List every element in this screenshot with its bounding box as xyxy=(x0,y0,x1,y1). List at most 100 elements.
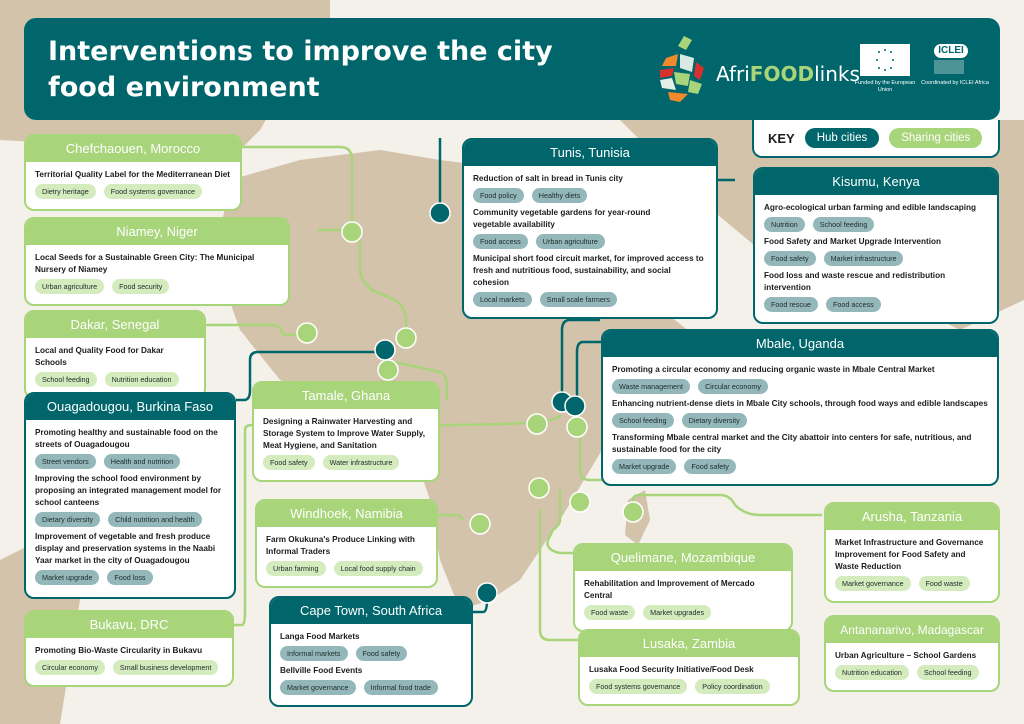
city-name: Bukavu, DRC xyxy=(26,612,232,638)
dot-mbale xyxy=(564,395,586,417)
tag: Nutrition xyxy=(764,217,805,232)
dot-tunis xyxy=(429,202,451,224)
tag: Food safety xyxy=(355,646,408,661)
card-bukavu: Bukavu, DRC Promoting Bio-Waste Circular… xyxy=(24,610,234,687)
tag: Market upgrade xyxy=(35,570,100,585)
tag: Nutrition education xyxy=(835,665,909,680)
tag: Local food supply chain xyxy=(333,561,423,576)
project-title: Municipal short food circuit market, for… xyxy=(473,254,704,287)
card-niamey: Niamey, Niger Local Seeds for a Sustaina… xyxy=(24,217,290,306)
tag: Small scale farmers xyxy=(539,292,617,307)
tag: Health and nutrition xyxy=(103,454,181,469)
dot-quelimane xyxy=(569,491,591,513)
project-title: Promoting healthy and sustainable food o… xyxy=(35,428,218,449)
dot-capetown xyxy=(476,582,498,604)
tag: Local markets xyxy=(473,292,532,307)
card-windhoek: Windhoek, Namibia Farm Okukuna's Produce… xyxy=(255,499,438,588)
project-title: Farm Okukuna's Produce Linking with Info… xyxy=(266,535,415,556)
city-name: Arusha, Tanzania xyxy=(826,504,998,530)
tag: Food security xyxy=(112,279,170,294)
iclei-logo-icon: ICLEI xyxy=(934,44,968,58)
city-name: Antananarivo, Madagascar xyxy=(826,617,998,643)
project-title: Food Safety and Market Upgrade Intervent… xyxy=(764,237,941,246)
card-chefchaouen: Chefchaouen, Morocco Territorial Quality… xyxy=(24,134,242,211)
card-capetown: Cape Town, South Africa Langa Food Marke… xyxy=(269,596,473,707)
tag: School feeding xyxy=(612,413,674,428)
eu-flag-icon xyxy=(860,44,910,76)
dot-bukavu xyxy=(526,413,548,435)
tag: Food access xyxy=(473,234,528,249)
dot-arusha xyxy=(566,416,588,438)
key-label: KEY xyxy=(768,130,795,146)
tag: Dietary diversity xyxy=(681,413,747,428)
project-title: Lusaka Food Security Initiative/Food Des… xyxy=(589,665,754,674)
brand-highlight: FOOD xyxy=(749,62,815,86)
project-title: Reduction of salt in bread in Tunis city xyxy=(473,174,623,183)
tag: Market upgrades xyxy=(643,605,712,620)
project-title: Food loss and waste rescue and redistrib… xyxy=(764,271,946,292)
city-name: Ouagadougou, Burkina Faso xyxy=(26,394,234,420)
tag: Nutrition education xyxy=(104,372,179,387)
city-name: Tunis, Tunisia xyxy=(464,140,716,166)
dot-lusaka xyxy=(528,477,550,499)
project-title: Market Infrastructure and Governance Imp… xyxy=(835,538,984,571)
city-name: Kisumu, Kenya xyxy=(755,169,997,195)
brand-suffix: links xyxy=(814,62,860,86)
city-name: Dakar, Senegal xyxy=(26,312,204,338)
afrifoodlinks-logo-icon xyxy=(660,36,704,102)
card-tunis: Tunis, Tunisia Reduction of salt in brea… xyxy=(462,138,718,319)
tag: Food waste xyxy=(584,605,636,620)
city-name: Quelimane, Mozambique xyxy=(575,545,791,571)
key-sharing-cities: Sharing cities xyxy=(889,128,983,148)
tag: School feeding xyxy=(916,665,979,680)
city-name: Windhoek, Namibia xyxy=(257,501,436,527)
project-title: Community vegetable gardens for year-rou… xyxy=(473,208,651,229)
tag: Food access xyxy=(825,297,881,312)
city-name: Tamale, Ghana xyxy=(254,383,438,409)
project-title: Urban Agriculture – School Gardens xyxy=(835,651,977,660)
dot-ouagadougou xyxy=(374,339,396,361)
project-title: Promoting a circular economy and reducin… xyxy=(612,365,935,374)
city-name: Lusaka, Zambia xyxy=(580,631,798,657)
tag: Market governance xyxy=(835,576,911,591)
project-title: Local Seeds for a Sustainable Green City… xyxy=(35,253,255,274)
tag: Market infrastructure xyxy=(823,251,904,266)
tag: Child nutrition and health xyxy=(108,512,202,527)
brand-prefix: Afri xyxy=(716,62,750,86)
dot-tamale xyxy=(377,359,399,381)
card-lusaka: Lusaka, Zambia Lusaka Food Security Init… xyxy=(578,629,800,706)
tag: Circular economy xyxy=(35,660,105,675)
key-hub-cities: Hub cities xyxy=(804,128,880,148)
dot-windhoek xyxy=(469,513,491,535)
tag: Urban agriculture xyxy=(35,279,105,294)
tag: Food waste xyxy=(918,576,970,591)
tag: Food safety xyxy=(764,251,816,266)
tag: Food systems governance xyxy=(103,184,203,199)
dot-dakar xyxy=(296,322,318,344)
card-kisumu: Kisumu, Kenya Agro-ecological urban farm… xyxy=(753,167,999,324)
tag: Urban farming xyxy=(266,561,326,576)
dot-niamey xyxy=(395,327,417,349)
card-mbale: Mbale, Uganda Promoting a circular econo… xyxy=(601,329,999,486)
brand-name: AfriFOODlinks xyxy=(716,62,860,86)
tag: Informal markets xyxy=(280,646,348,661)
card-tamale: Tamale, Ghana Designing a Rainwater Harv… xyxy=(252,381,440,482)
iclei-caption: Coordinated by ICLEI Africa xyxy=(921,80,989,86)
project-title: Transforming Mbale central market and th… xyxy=(612,433,972,454)
tag: Urban agriculture xyxy=(535,234,605,249)
city-name: Chefchaouen, Morocco xyxy=(26,136,240,162)
project-title: Territorial Quality Label for the Medite… xyxy=(35,170,231,179)
tag: Waste management xyxy=(612,379,691,394)
project-title: Local and Quality Food for Dakar Schools xyxy=(35,346,164,367)
project-title: Rehabilitation and Improvement of Mercad… xyxy=(584,579,755,600)
card-antananarivo: Antananarivo, Madagascar Urban Agricultu… xyxy=(824,615,1000,692)
tag: Food rescue xyxy=(764,297,818,312)
tag: Circular economy xyxy=(698,379,768,394)
tag: Street vendors xyxy=(35,454,96,469)
eu-caption: Funded by the European Union xyxy=(854,80,916,93)
dot-antananarivo xyxy=(622,501,644,523)
tag: Food safety xyxy=(684,459,736,474)
project-title: Improving the school food environment by… xyxy=(35,474,222,507)
project-title: Enhancing nutrient-dense diets in Mbale … xyxy=(612,399,988,408)
tag: Food systems governance xyxy=(589,679,688,694)
